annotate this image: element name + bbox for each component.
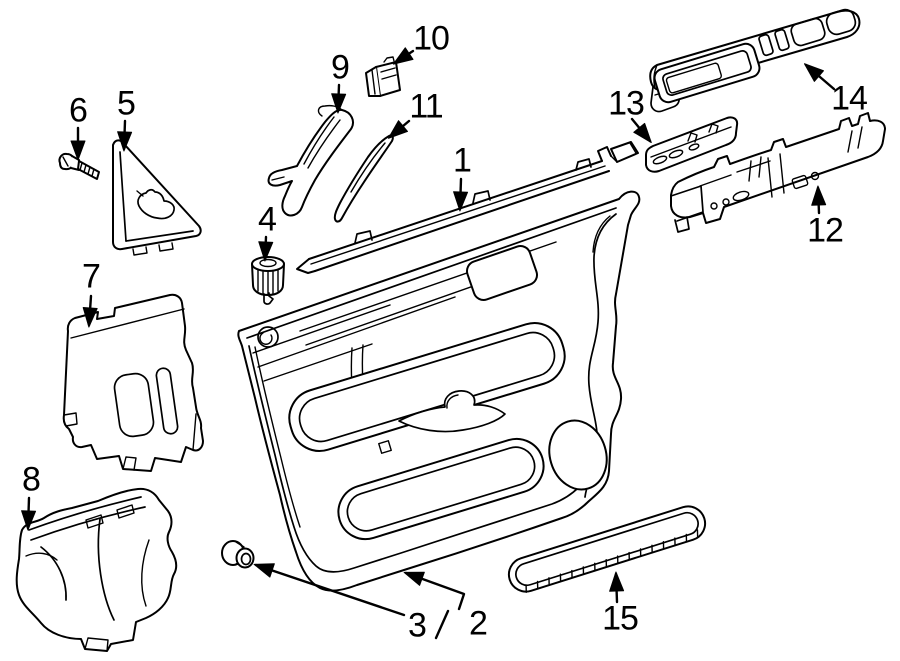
arrowhead-5 [117,131,133,152]
leader-arrows [21,47,836,617]
door-module-bracket [670,112,886,233]
callout-divider-3-2 [434,609,450,640]
arrowhead-2 [403,571,425,586]
door-trim-panel [237,190,641,592]
panel-upper-cutout [465,245,539,301]
corner-trim-triangle [112,139,202,256]
arrowhead-11 [387,120,409,139]
switch-bracket [645,116,739,173]
handle-clip [365,56,401,97]
arrowhead-4 [258,241,274,262]
leader-line-3 [254,563,406,617]
arrowhead-1 [453,191,469,212]
pull-handle [267,104,354,217]
arrowhead-14 [803,63,824,82]
arrowhead-9 [331,93,347,114]
grommet [221,540,255,569]
sill-scuff-plate [507,505,707,593]
arrowhead-12 [811,185,827,206]
arrowhead-6 [70,140,86,161]
kick-panel [15,487,178,652]
belt-weatherstrip [296,141,639,274]
trim-strip [333,134,394,223]
arrowhead-3 [253,563,275,578]
water-deflector-panel [62,293,204,472]
window-switch-bezel [649,8,861,113]
arrowhead-7 [82,307,98,328]
panel-clip-hole [257,326,279,348]
arrowhead-8 [21,510,37,531]
screw-fastener [58,152,100,180]
door-handle-recess [398,390,506,433]
arrowhead-10 [392,47,414,65]
speaker-opening [548,419,608,491]
leader-line-2 [404,571,466,611]
arrowhead-13 [633,122,652,144]
retainer-clip [251,256,285,305]
arrowhead-15 [609,571,625,592]
